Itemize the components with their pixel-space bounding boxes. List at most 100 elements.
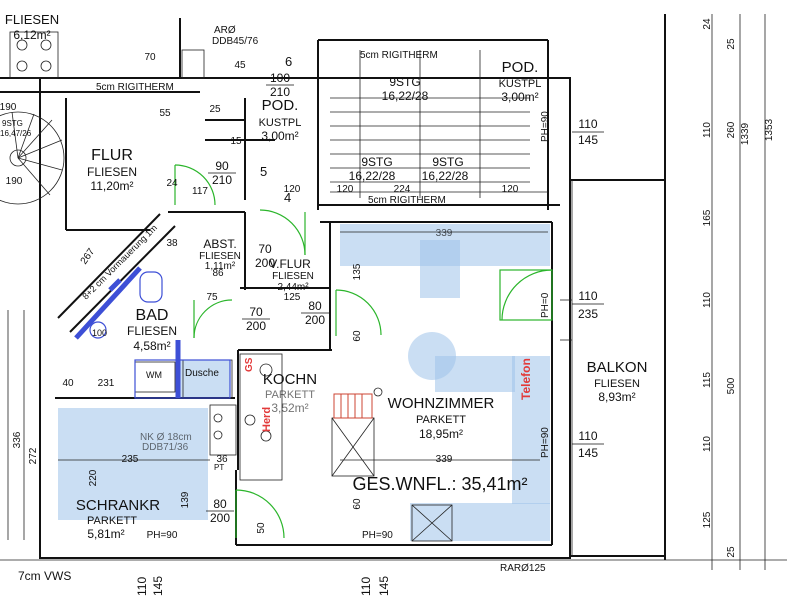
side-dim-110a: 110: [702, 122, 713, 138]
side-dim-115: 115: [702, 372, 713, 388]
drain-circle: [373, 387, 383, 397]
win1-width: 110: [578, 117, 597, 131]
win-bottom-width-b: 110: [359, 577, 373, 596]
door-d2-width: 90: [215, 159, 229, 173]
wall-diagonal-bath-inner: [69, 225, 176, 333]
room-kochn-name: KOCHN: [263, 371, 317, 388]
room-schrankr-area: 5,81m²: [87, 527, 124, 541]
cooktop-burner: [259, 363, 273, 377]
dim-135: 135: [352, 263, 363, 280]
room-schrankr-ph: PH=90: [147, 530, 178, 541]
cabinet-cross: [331, 417, 375, 477]
num-4-label: 4: [284, 190, 291, 205]
num-6-label: 6: [285, 54, 292, 69]
bath-fixtures-thin: [89, 271, 231, 399]
spiral-step: [17, 157, 63, 171]
overlay-living-right: [512, 356, 550, 504]
room-pod-left-area: 3,00m²: [261, 129, 298, 143]
stairs-mid-left-label: 9STG: [361, 155, 392, 169]
ph90a-label: PH=90: [540, 111, 551, 142]
wm-label: WM: [146, 370, 162, 380]
room-bad-name: BAD: [136, 307, 169, 324]
ph0-label: PH=0: [540, 292, 551, 318]
overlay-lamp: [408, 332, 456, 380]
bottom-window-dims: 110 145 110 145: [135, 576, 391, 596]
room-pod-left-name: POD.: [262, 97, 299, 114]
spiral-stair-core: [9, 149, 27, 167]
ar-top-label: ARØ: [214, 25, 236, 36]
rigitherm-left-label: 5cm RIGITHERM: [96, 82, 174, 93]
room-schrankr-name: SCHRANKR: [76, 497, 160, 514]
room-abst-material: FLIESEN: [199, 251, 241, 262]
cooktop-burner: [244, 414, 256, 426]
balcony-door: [499, 269, 553, 321]
cooktop-burner: [260, 430, 272, 442]
dim-190a: 190: [0, 102, 17, 113]
win2-width: 110: [578, 289, 597, 303]
room-labels: FLIESEN 6,12m² FLUR FLIESEN 11,20m² POD.…: [5, 12, 648, 541]
herd-label: Herd: [261, 407, 273, 432]
room-bad-area: 4,58m²: [133, 339, 170, 353]
dusche-label: Dusche: [185, 368, 219, 379]
spiral-step: [17, 157, 51, 196]
dim-235: 235: [122, 454, 139, 465]
dim-60a: 60: [352, 330, 363, 342]
rigitherm-top-label: 5cm RIGITHERM: [360, 50, 438, 61]
room-pod-left-material: KUSTPL: [259, 117, 302, 129]
side-dim-25b: 25: [726, 546, 737, 558]
side-dim-260: 260: [726, 121, 737, 138]
door-d2-height: 210: [212, 173, 232, 187]
door-dimensions: 100 210 90 210 70 200 70 200 80 200 80 2…: [206, 71, 604, 525]
dim-38: 38: [166, 238, 178, 249]
spiral-step: [17, 139, 63, 159]
room-kochn-area: 3,52m²: [271, 401, 308, 415]
stove-grid: [333, 393, 373, 419]
door-d6-width: 80: [213, 497, 227, 511]
stair-small-label: 9STG: [2, 119, 23, 128]
door-swing-vflur: [259, 209, 306, 256]
bath-wall-blue: [108, 278, 122, 292]
dim-40: 40: [62, 378, 74, 389]
room-abst-area: 1,11m²: [205, 261, 236, 272]
room-balkon-material: FLIESEN: [594, 378, 640, 390]
stairs-mid-left-dims: 16,22/28: [349, 169, 396, 183]
spiral-stair: [0, 111, 65, 205]
room-wohnzimmer-name: WOHNZIMMER: [388, 395, 495, 412]
door-swing-bath: [193, 299, 233, 339]
tile-circle: [16, 39, 28, 51]
bath-wall-blue: [74, 266, 142, 340]
door-d3-height: 200: [255, 256, 275, 270]
win-bottom-height-a: 145: [151, 576, 165, 596]
stairs-top-dims: 16,22/28: [382, 89, 429, 103]
door-d1-height: 210: [270, 85, 290, 99]
dim-60b: 60: [352, 498, 363, 510]
room-bad-material: FLIESEN: [127, 324, 177, 338]
overlay-bath-side: [180, 360, 230, 398]
dim-86: 86: [212, 268, 224, 279]
side-dim-110c: 110: [702, 436, 713, 452]
stairs-mid-right-label: 9STG: [432, 155, 463, 169]
ddb-top-label: DDB45/76: [212, 36, 259, 47]
ddb-mid-label: DDB71/36: [142, 442, 189, 453]
dim-25: 25: [209, 104, 221, 115]
room-balkon-name: BALKON: [587, 359, 648, 376]
side-dim-125: 125: [702, 511, 713, 528]
dim-75: 75: [206, 292, 218, 303]
bath-fixtures: [74, 266, 181, 398]
door-swing-living: [335, 289, 382, 336]
side-dim-110b: 110: [702, 292, 713, 308]
dim-190b: 190: [6, 176, 23, 187]
spiral-step: [17, 113, 35, 159]
tile-circle: [16, 60, 28, 72]
side-dimensions: 1353 1339 260 110 165 110 115 500 110 12…: [12, 18, 775, 558]
room-vflur-material: FLIESEN: [272, 271, 314, 282]
washbasin-icon: [89, 321, 107, 339]
gs-label: GS: [244, 357, 255, 372]
ph-labels: PH=0 PH=90 PH=90 PH=90: [362, 111, 551, 541]
dim-139: 139: [180, 491, 191, 508]
dim-120a: 120: [337, 184, 354, 195]
side-dim-25a: 25: [726, 38, 737, 50]
rigitherm-mid-label: 5cm RIGITHERM: [368, 195, 446, 206]
win1-height: 145: [578, 133, 598, 147]
